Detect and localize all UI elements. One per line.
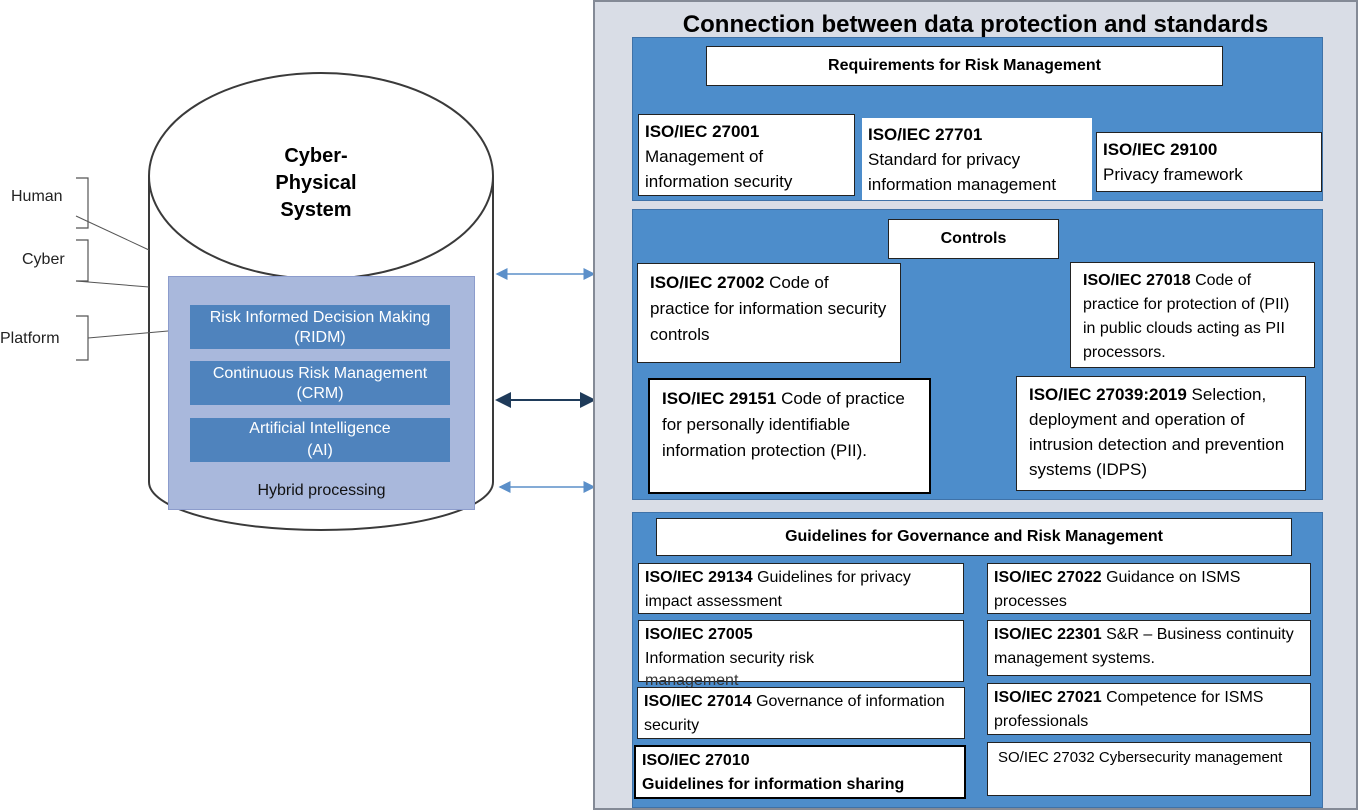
controls-header: Controls [888, 219, 1059, 259]
card-29134: ISO/IEC 29134 Guidelines for privacy imp… [638, 563, 964, 614]
requirements-header: Requirements for Risk Management [706, 46, 1223, 86]
main-title: Connection between data protection and s… [682, 11, 1269, 38]
ridm-line1: Risk Informed Decision Making [209, 309, 431, 326]
card-22301: ISO/IEC 22301 S&R – Business continuity … [987, 620, 1311, 676]
card-desc: Code of practice for information securit… [650, 273, 887, 344]
card-code: ISO/IEC 27021 [994, 689, 1102, 706]
card-code: ISO/IEC 27022 [994, 569, 1102, 586]
card-code: ISO/IEC 27018 [1083, 272, 1191, 289]
cyber-label: Cyber [22, 251, 65, 268]
cps-title-line: System [280, 199, 352, 221]
ai-box: Artificial Intelligence (AI) [190, 418, 450, 462]
card-desc-overflow: management [645, 672, 739, 689]
platform-bracket [76, 315, 89, 361]
ridm-box: Risk Informed Decision Making (RIDM) [190, 305, 450, 349]
card-desc: Selection, deployment and operation of i… [1029, 385, 1285, 479]
crm-line1: Continuous Risk Management [212, 365, 428, 382]
cps-title: Cyber- Physical System [246, 143, 386, 224]
card-code: ISO/IEC 29100 [1103, 140, 1218, 159]
human-label: Human [11, 188, 63, 205]
card-27039: ISO/IEC 27039:2019 Selection, deployment… [1016, 376, 1306, 491]
human-bracket [76, 177, 89, 229]
ridm-line2: (RIDM) [294, 329, 346, 346]
ai-line2: (AI) [307, 442, 333, 459]
card-desc: Information security risk [645, 650, 814, 667]
card-27002: ISO/IEC 27002 Code of practice for infor… [637, 263, 901, 363]
cyber-bracket [76, 239, 89, 282]
card-desc: Code of practice for protection of (PII)… [1083, 272, 1290, 361]
card-27001: ISO/IEC 27001 Management of information … [638, 114, 855, 196]
card-code: ISO/IEC 27001 [645, 122, 760, 141]
card-desc: S&R – Business continuity management sys… [994, 626, 1294, 667]
card-code: ISO/IEC 27010 [642, 752, 750, 769]
ai-line1: Artificial Intelligence [249, 420, 391, 437]
card-desc: Guidelines for information sharing [642, 776, 905, 793]
crm-line2: (CRM) [296, 385, 344, 402]
card-code: ISO/IEC 29151 [662, 389, 777, 408]
platform-connector [87, 330, 169, 339]
card-code: ISO/IEC 27002 [650, 273, 765, 292]
cps-title-line: Cyber- [284, 145, 348, 167]
card-desc: Competence for ISMS professionals [994, 689, 1264, 730]
card-desc: Guidelines for privacy impact assessment [645, 569, 911, 610]
card-code: ISO/IEC 27701 [868, 125, 983, 144]
guidelines-header: Guidelines for Governance and Risk Manag… [656, 518, 1292, 556]
card-desc: Code of practice for personally identifi… [662, 389, 905, 460]
human-connector [75, 215, 150, 251]
card-code: ISO/IEC 27039:2019 [1029, 385, 1187, 404]
card-desc: Management of information security [645, 147, 793, 191]
crm-box: Continuous Risk Management (CRM) [190, 361, 450, 405]
cyber-connector [75, 280, 150, 288]
platform-label: Platform [0, 330, 60, 347]
card-27018: ISO/IEC 27018 Code of practice for prote… [1070, 262, 1315, 368]
hybrid-processing-label: Hybrid processing [257, 482, 386, 499]
card-desc: Governance of information security [644, 693, 945, 734]
card-29151: ISO/IEC 29151 Code of practice for perso… [648, 378, 931, 494]
card-code: ISO/IEC 27014 [644, 693, 752, 710]
card-27014: ISO/IEC 27014 Governance of information … [637, 687, 965, 739]
card-27032: SO/IEC 27032 Cybersecurity management [987, 742, 1311, 796]
card-27701: ISO/IEC 27701 Standard for privacy infor… [862, 118, 1092, 200]
card-27022: ISO/IEC 27022 Guidance on ISMS processes [987, 563, 1311, 614]
card-29100: ISO/IEC 29100 Privacy framework [1096, 132, 1322, 192]
processing-panel: Risk Informed Decision Making (RIDM) Con… [168, 276, 475, 510]
card-desc: Privacy framework [1103, 165, 1243, 184]
card-code: ISO/IEC 27005 [645, 626, 753, 643]
card-desc: Standard for privacy information managem… [868, 150, 1057, 194]
card-27021: ISO/IEC 27021 Competence for ISMS profes… [987, 683, 1311, 735]
cps-title-line: Physical [275, 172, 357, 194]
card-27010: ISO/IEC 27010 Guidelines for information… [634, 745, 966, 799]
card-27005: ISO/IEC 27005 Information security risk … [638, 620, 964, 689]
card-desc: Guidance on ISMS processes [994, 569, 1241, 610]
card-code: ISO/IEC 29134 [645, 569, 753, 586]
card-code: ISO/IEC 22301 [994, 626, 1102, 643]
card-desc: SO/IEC 27032 Cybersecurity management [998, 749, 1283, 766]
